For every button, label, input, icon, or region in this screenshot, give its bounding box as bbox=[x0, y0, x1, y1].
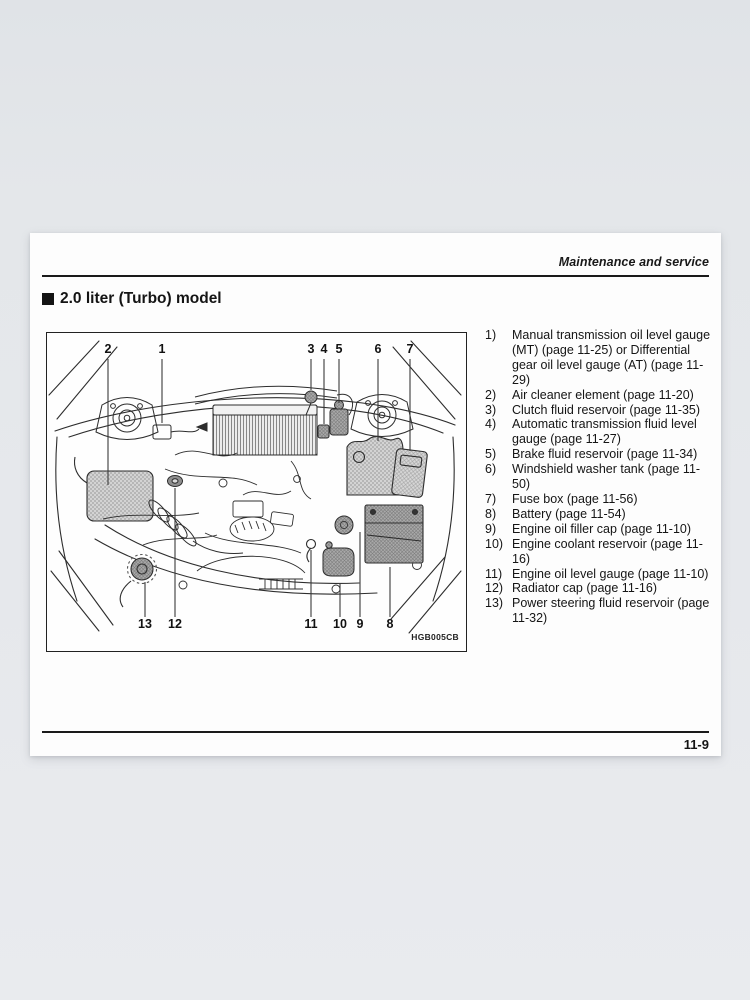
legend-item-number: 3) bbox=[485, 402, 497, 417]
legend-item: 2) Air cleaner element (page 11-20) bbox=[485, 388, 715, 403]
left-strut-tower bbox=[95, 397, 159, 440]
legend-item-number: 4) bbox=[485, 417, 497, 432]
manual-page: Maintenance and service 2.0 liter (Turbo… bbox=[30, 233, 721, 756]
callout-label-3: 3 bbox=[307, 342, 315, 356]
legend-item-number: 13) bbox=[485, 596, 504, 611]
running-header-title: Maintenance and service bbox=[558, 255, 709, 269]
legend-item-text: Clutch fluid reservoir (page 11-35) bbox=[512, 402, 701, 417]
legend-item-text: Brake fluid reservoir (page 11-34) bbox=[512, 447, 698, 462]
legend-item-number: 9) bbox=[485, 521, 497, 536]
engine-block-detail bbox=[102, 450, 422, 594]
legend-item: 13) Power steering fluid reservoir (page … bbox=[485, 596, 715, 626]
legend-item-text: Fuse box (page 11-56) bbox=[512, 491, 638, 506]
legend-item: 5) Brake fluid reservoir (page 11-34) bbox=[485, 447, 715, 462]
brake-fluid-reservoir bbox=[329, 400, 349, 436]
power-steering-fluid-reservoir bbox=[119, 553, 158, 608]
callout-label-13: 13 bbox=[138, 617, 152, 631]
legend-item: 11) Engine oil level gauge (page 11-10) bbox=[485, 567, 715, 582]
legend-item-text: Engine coolant reservoir (page 11-16) bbox=[512, 536, 703, 566]
right-strut-tower bbox=[350, 394, 414, 437]
battery bbox=[364, 504, 424, 564]
footer-rule bbox=[42, 731, 709, 734]
legend-item: 7) Fuse box (page 11-56) bbox=[485, 492, 715, 507]
engine-oil-filler-cap bbox=[334, 515, 354, 535]
fuse-box bbox=[391, 448, 428, 498]
header-rule bbox=[42, 275, 709, 278]
legend-item-number: 11) bbox=[485, 566, 503, 581]
callout-label-6: 6 bbox=[374, 342, 382, 356]
radiator-cap bbox=[167, 475, 183, 487]
intercooler bbox=[195, 404, 318, 456]
legend-item-number: 1) bbox=[485, 328, 497, 342]
intake-duct bbox=[148, 499, 244, 554]
callout-label-7: 7 bbox=[406, 342, 414, 356]
callout-label-2: 2 bbox=[104, 342, 112, 356]
legend-item-text: Engine oil level gauge (page 11-10) bbox=[512, 566, 709, 581]
figure-code: HGB005CB bbox=[411, 632, 459, 642]
legend-item-number: 12) bbox=[485, 581, 504, 596]
legend-item-text: Windshield washer tank (page 11-50) bbox=[512, 462, 701, 492]
legend-item-text: Automatic transmission fluid level gauge… bbox=[512, 417, 697, 447]
legend-item-number: 7) bbox=[485, 491, 497, 506]
cowl-bar bbox=[194, 385, 353, 416]
legend-item: 10) Engine coolant reservoir (page 11-16) bbox=[485, 537, 715, 567]
legend-item-text: Engine oil filler cap (page 11-10) bbox=[512, 521, 692, 536]
running-header: Maintenance and service bbox=[559, 255, 709, 269]
legend-item-number: 6) bbox=[485, 462, 497, 477]
engine-coolant-reservoir bbox=[322, 541, 355, 577]
clutch-fluid-reservoir bbox=[304, 390, 318, 416]
section-square-marker bbox=[42, 293, 54, 305]
engine-diagram-figure: 2 1 3 4 5 6 7 13 12 11 10 9 8 HGB005CB bbox=[46, 332, 467, 652]
callout-label-4: 4 bbox=[320, 342, 328, 356]
engine-bay-illustration bbox=[48, 340, 462, 634]
legend-item-text: Power steering fluid reservoir (page 11-… bbox=[512, 596, 710, 626]
callout-label-12: 12 bbox=[168, 617, 182, 631]
legend-item: 4) Automatic transmission fluid level gau… bbox=[485, 417, 715, 447]
legend-item: 6) Windshield washer tank (page 11-50) bbox=[485, 462, 715, 492]
legend-item: 8) Battery (page 11-54) bbox=[485, 507, 715, 522]
legend-item-number: 5) bbox=[485, 447, 497, 462]
callout-label-8: 8 bbox=[386, 617, 394, 631]
air-cleaner-box bbox=[73, 456, 154, 522]
windshield-washer-tank bbox=[346, 436, 404, 496]
callout-label-1: 1 bbox=[158, 342, 166, 356]
legend-item-text: Manual transmission oil level gauge (MT)… bbox=[512, 328, 711, 387]
legend-item: 12) Radiator cap (page 11-16) bbox=[485, 581, 715, 596]
engine-oil-level-gauge bbox=[305, 538, 317, 563]
atf-level-gauge bbox=[317, 424, 330, 439]
callout-label-5: 5 bbox=[335, 342, 343, 356]
page-number: 11-9 bbox=[683, 737, 709, 752]
section-heading-text: 2.0 liter (Turbo) model bbox=[60, 290, 222, 307]
legend-item-number: 10) bbox=[485, 536, 504, 551]
legend-item-text: Radiator cap (page 11-16) bbox=[512, 581, 657, 596]
legend-item: 3) Clutch fluid reservoir (page 11-35) bbox=[485, 403, 715, 418]
legend-item-number: 2) bbox=[485, 387, 497, 402]
callout-leader-lines bbox=[107, 359, 411, 617]
legend-item-number: 8) bbox=[485, 506, 497, 521]
section-heading: 2.0 liter (Turbo) model bbox=[42, 290, 222, 308]
legend-item-text: Air cleaner element (page 11-20) bbox=[512, 387, 694, 402]
legend-item: 1) Manual transmission oil level gauge (M… bbox=[485, 328, 715, 388]
callout-label-11: 11 bbox=[304, 617, 318, 631]
callout-label-9: 9 bbox=[356, 617, 364, 631]
legend-item: 9) Engine oil filler cap (page 11-10) bbox=[485, 522, 715, 537]
callout-label-10: 10 bbox=[333, 617, 347, 631]
transmission-dipstick-area bbox=[152, 424, 200, 440]
legend-list: 1) Manual transmission oil level gauge (M… bbox=[485, 328, 715, 626]
airflow-arrow-icon bbox=[195, 422, 208, 432]
legend-item-text: Battery (page 11-54) bbox=[512, 506, 626, 521]
